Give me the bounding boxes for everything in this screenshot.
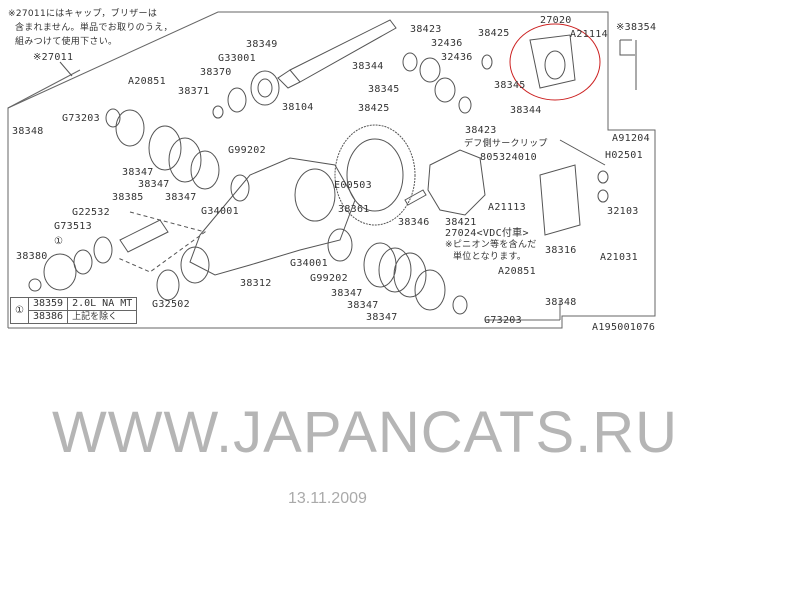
vdc-note: 単位となります。 bbox=[453, 252, 527, 262]
part-label[interactable]: 38370 bbox=[200, 67, 232, 78]
part-label[interactable]: A21113 bbox=[488, 202, 526, 213]
part-label[interactable]: 38421 bbox=[445, 217, 477, 228]
part-label[interactable]: 38316 bbox=[545, 245, 577, 256]
part-label[interactable]: 38348 bbox=[545, 297, 577, 308]
part-label[interactable]: 38347 bbox=[347, 300, 379, 311]
part-label[interactable]: 38347 bbox=[366, 312, 398, 323]
part-label[interactable]: 38385 bbox=[112, 192, 144, 203]
note-line: 含まれません。単品でお取りのうえ， bbox=[15, 23, 173, 33]
part-label[interactable]: 38371 bbox=[178, 86, 210, 97]
part-label[interactable]: 38348 bbox=[12, 126, 44, 137]
part-label[interactable]: 38345 bbox=[494, 80, 526, 91]
part-label[interactable]: 38347 bbox=[138, 179, 170, 190]
part-label[interactable]: G22532 bbox=[72, 207, 110, 218]
part-label: デフ側サークリップ bbox=[464, 139, 548, 149]
part-label[interactable]: 38423 bbox=[410, 24, 442, 35]
rear-cover bbox=[539, 164, 581, 236]
part-label[interactable]: A91204 bbox=[612, 133, 650, 144]
part-label[interactable]: ※27011 bbox=[33, 52, 74, 63]
pinion-shaft bbox=[289, 19, 397, 83]
part-label[interactable]: 38347 bbox=[165, 192, 197, 203]
variant-table: ① 38359 2.0L NA MT 38386 上記を除く bbox=[10, 297, 138, 324]
table-cell[interactable]: 38359 bbox=[27, 297, 69, 311]
part-label[interactable]: E00503 bbox=[334, 180, 372, 191]
table-cell: 上記を除く bbox=[67, 310, 138, 324]
watermark: WWW.JAPANCATS.RU bbox=[52, 400, 679, 465]
diff-housing bbox=[189, 157, 356, 276]
part-label[interactable]: 38423 bbox=[465, 125, 497, 136]
part-label[interactable]: G34001 bbox=[290, 258, 328, 269]
part-label[interactable]: G99202 bbox=[228, 145, 266, 156]
part-label[interactable]: 38344 bbox=[510, 105, 542, 116]
part-label[interactable]: G73203 bbox=[62, 113, 100, 124]
note-line: 組みつけて使用下さい。 bbox=[15, 37, 118, 47]
part-label[interactable]: 38104 bbox=[282, 102, 314, 113]
part-label[interactable]: 32436 bbox=[431, 38, 463, 49]
part-label[interactable]: ※38354 bbox=[616, 22, 657, 33]
part-label[interactable]: 32103 bbox=[607, 206, 639, 217]
ring-gear bbox=[334, 124, 416, 226]
part-label[interactable]: 32436 bbox=[441, 52, 473, 63]
note-line: ※27011にはキャップ，ブリザーは bbox=[8, 9, 158, 19]
part-label[interactable]: H02501 bbox=[605, 150, 643, 161]
part-label[interactable]: 805324010 bbox=[480, 152, 537, 163]
part-label[interactable]: 27020 bbox=[540, 15, 572, 26]
diff-case bbox=[427, 149, 486, 216]
date-stamp: 13.11.2009 bbox=[288, 490, 367, 507]
table-cell: 2.0L NA MT bbox=[67, 297, 138, 311]
part-label[interactable]: 38345 bbox=[368, 84, 400, 95]
part-label[interactable]: 38425 bbox=[358, 103, 390, 114]
part-label[interactable]: A21114 bbox=[570, 29, 608, 40]
part-label[interactable]: A21031 bbox=[600, 252, 638, 263]
part-label[interactable]: G73513 bbox=[54, 221, 92, 232]
part-label[interactable]: G32502 bbox=[152, 299, 190, 310]
bearing bbox=[250, 70, 280, 106]
part-label[interactable]: A20851 bbox=[128, 76, 166, 87]
part-label[interactable]: 38346 bbox=[398, 217, 430, 228]
reference-marker: ① bbox=[54, 236, 64, 247]
part-label[interactable]: 38312 bbox=[240, 278, 272, 289]
part-label[interactable]: G33001 bbox=[218, 53, 256, 64]
part-label[interactable]: 38361 bbox=[338, 204, 370, 215]
table-marker: ① bbox=[10, 297, 29, 324]
diagram-id: A195001076 bbox=[592, 322, 656, 333]
part-label[interactable]: 27024<VDC付車> bbox=[445, 228, 529, 239]
part-label[interactable]: A20851 bbox=[498, 266, 536, 277]
part-label[interactable]: 38344 bbox=[352, 61, 384, 72]
part-label[interactable]: G99202 bbox=[310, 273, 348, 284]
part-label[interactable]: 38425 bbox=[478, 28, 510, 39]
part-label[interactable]: G73203 bbox=[484, 315, 522, 326]
highlight-circle bbox=[509, 23, 601, 101]
table-cell[interactable]: 38386 bbox=[27, 310, 69, 324]
part-label[interactable]: 38347 bbox=[122, 167, 154, 178]
part-label[interactable]: 38347 bbox=[331, 288, 363, 299]
part-label[interactable]: G34001 bbox=[201, 206, 239, 217]
part-label[interactable]: 38349 bbox=[246, 39, 278, 50]
vdc-note: ※ピニオン等を含んだ bbox=[445, 240, 537, 250]
part-label[interactable]: 38380 bbox=[16, 251, 48, 262]
diagram-border bbox=[7, 11, 656, 329]
